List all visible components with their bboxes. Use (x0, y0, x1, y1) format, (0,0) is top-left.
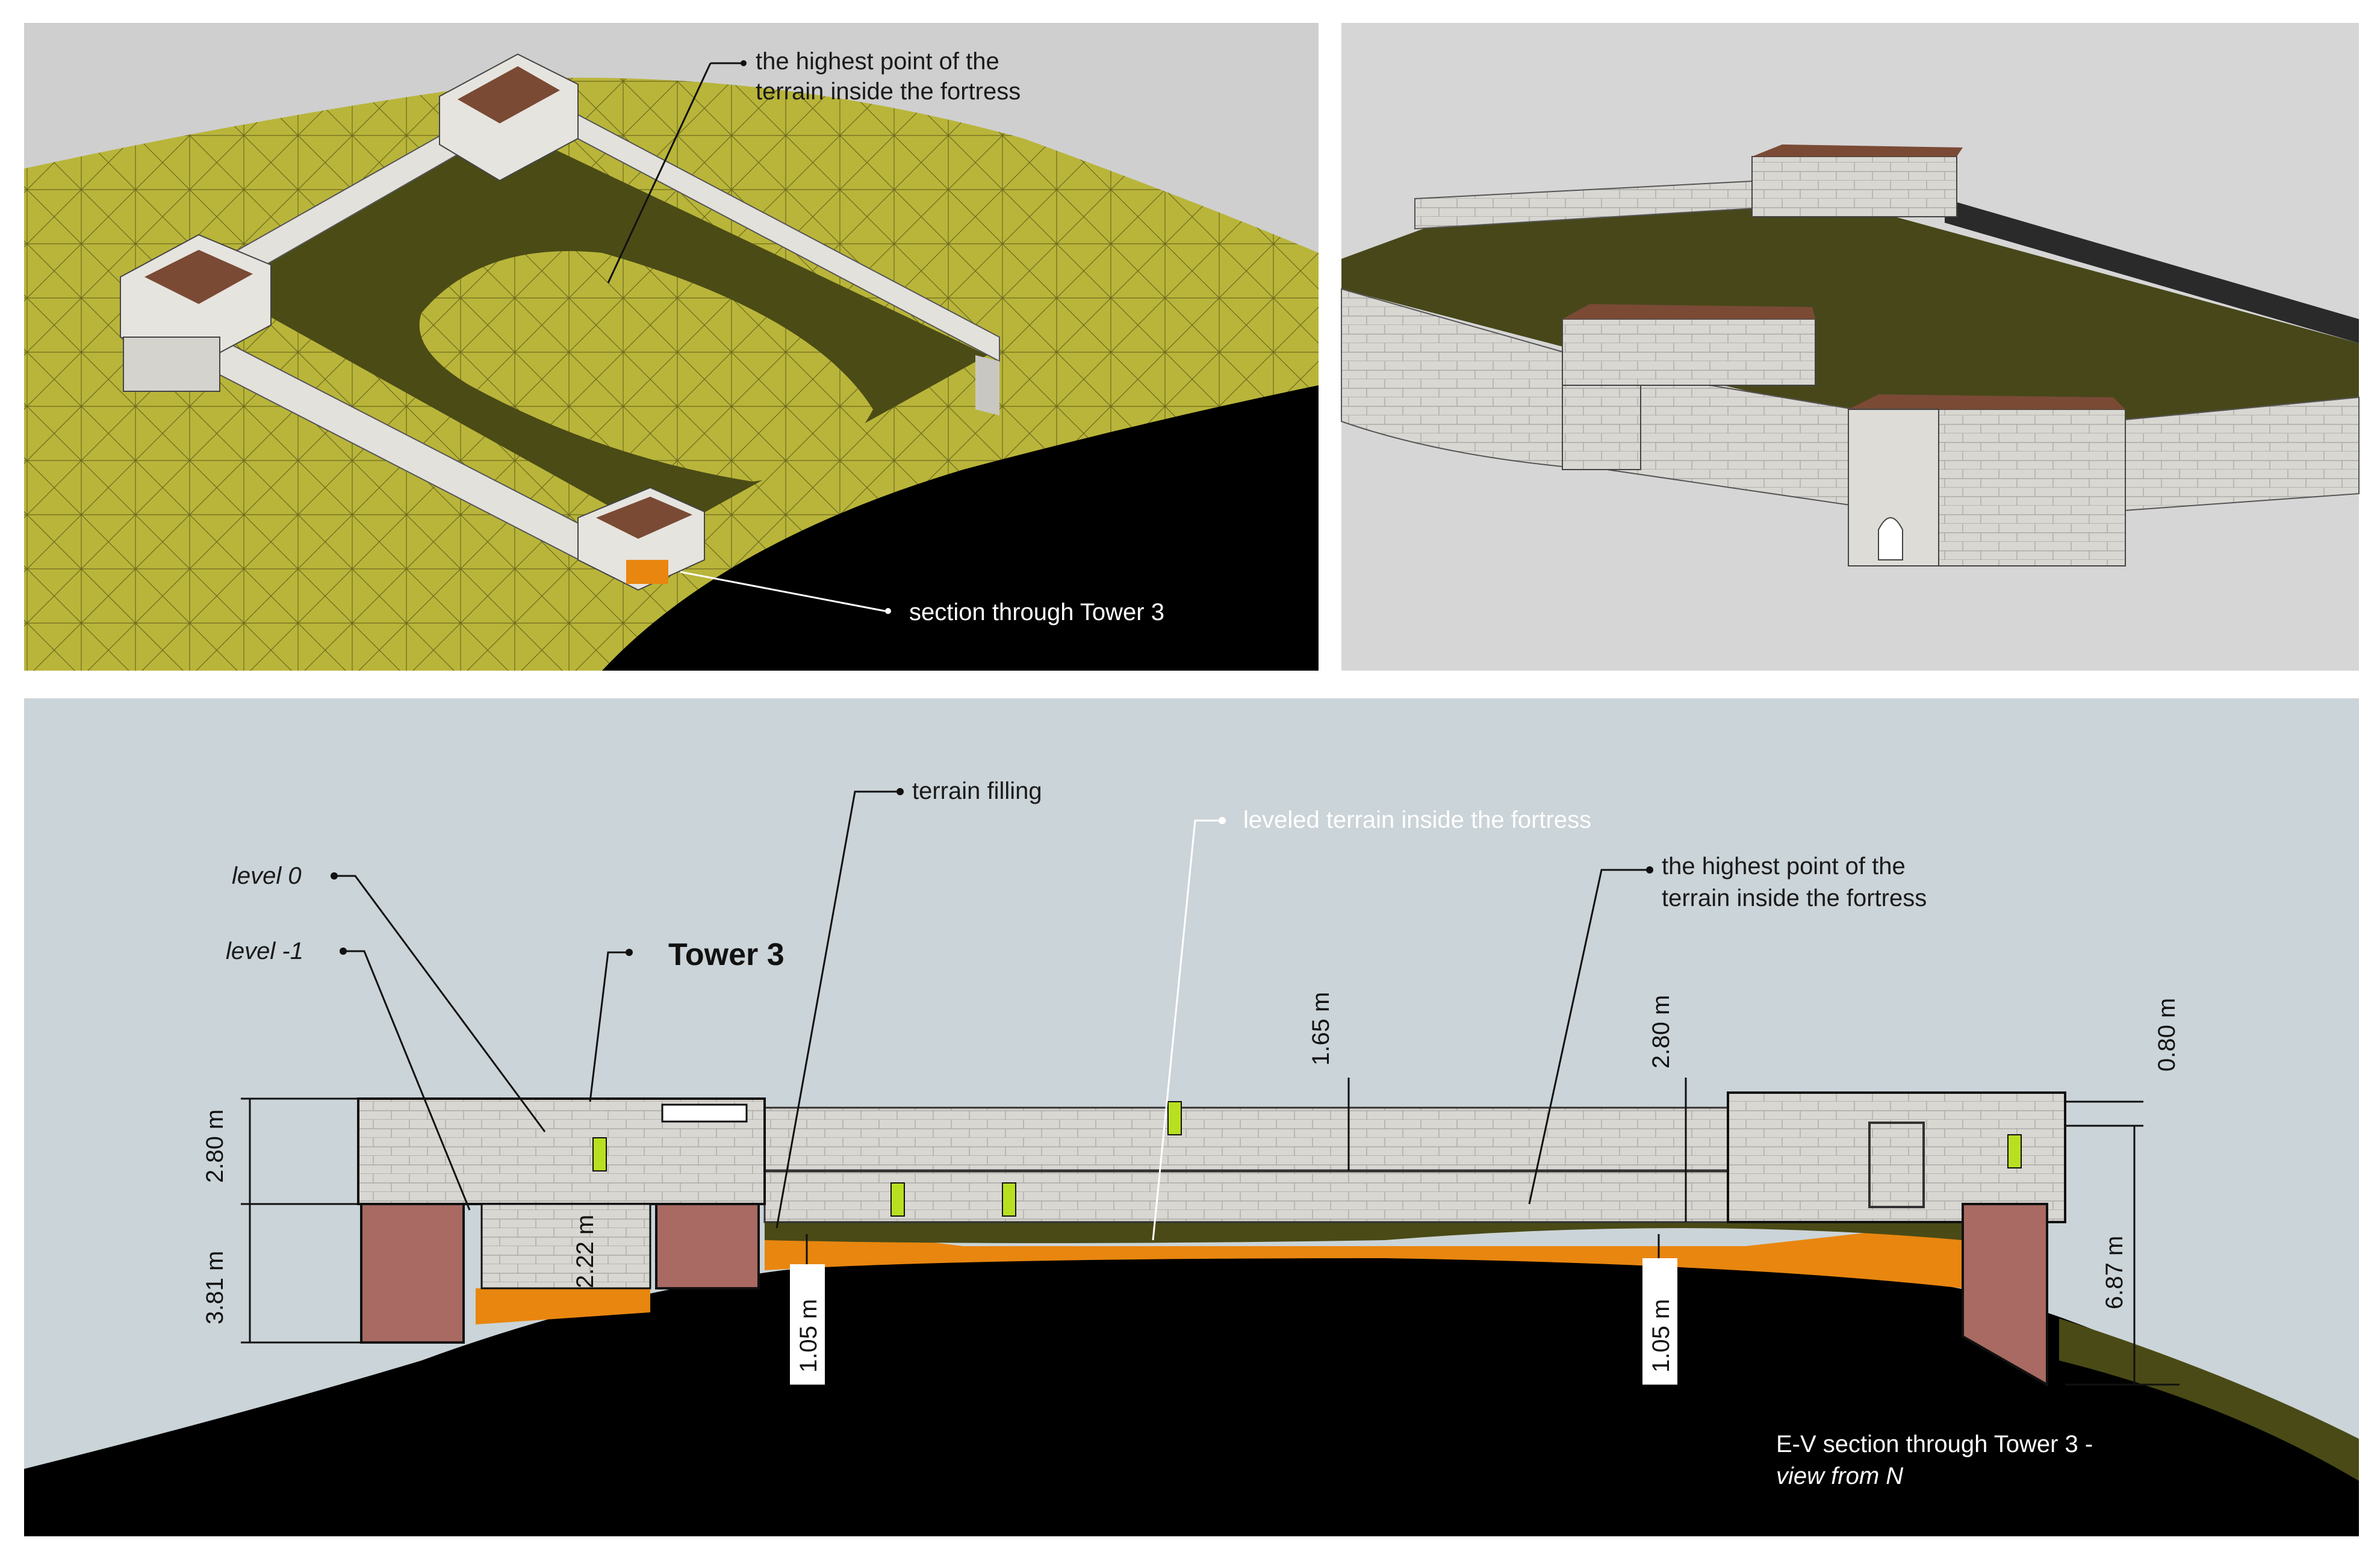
tower-title: Tower 3 (668, 937, 785, 972)
front-tower (1848, 394, 2126, 566)
panel-top-right (1341, 23, 2360, 671)
dim-0-80: 0.80 m (2154, 998, 2180, 1072)
tower-2 (120, 234, 272, 392)
terrain-fill-orange (765, 1222, 1963, 1288)
dimension-lines (241, 1078, 2180, 1386)
dim-3-81: 3.81 m (202, 1251, 228, 1324)
section-wall (763, 1106, 1729, 1223)
terrain-filling-label: terrain filling (912, 778, 1042, 804)
dim-6-87: 6.87 m (2101, 1236, 2128, 1309)
tower-3-section (357, 1097, 766, 1344)
mid-tower (1562, 304, 1816, 470)
level-0-label: level 0 (232, 863, 302, 889)
courtyard (1341, 193, 2359, 433)
human-figures (592, 1101, 2022, 1217)
panel-bottom: terrain filling leveled terrain inside t… (24, 698, 2359, 1536)
level-minus-1-label: level -1 (226, 938, 303, 964)
highest-point-label-line2: terrain inside the fortress (756, 78, 1021, 105)
dim-2-22: 2.22 m (572, 1215, 598, 1288)
dim-1-05-right: 1.05 m (1648, 1299, 1674, 1373)
back-tower (1751, 144, 1963, 217)
panel-top-left: the highest point of the terrain inside … (24, 23, 1319, 671)
callout-lines (334, 790, 1650, 1241)
tower-3 (577, 486, 705, 591)
caption-line1: E-V section through Tower 3 - (1776, 1431, 2093, 1457)
highest-terrain-area (419, 251, 873, 482)
tower-1 (439, 53, 579, 182)
leveled-terrain-label: leveled terrain inside the fortress (1243, 807, 1591, 833)
dim-2-80-right: 2.80 m (1648, 995, 1674, 1069)
dim-1-05-left: 1.05 m (795, 1299, 822, 1373)
ground-black (602, 385, 1319, 671)
highest-point-line2: terrain inside the fortress (1662, 885, 1927, 911)
section-label: section through Tower 3 (909, 599, 1164, 625)
highest-point-line1: the highest point of the (1662, 853, 1906, 880)
caption-line2: view from N (1776, 1463, 1903, 1489)
right-tower-section (1727, 1091, 2066, 1387)
highest-point-label-line1: the highest point of the (756, 48, 999, 75)
dim-1-65: 1.65 m (1308, 992, 1334, 1066)
dim-2-80-left: 2.80 m (202, 1109, 228, 1183)
ground-section (24, 1252, 2359, 1536)
